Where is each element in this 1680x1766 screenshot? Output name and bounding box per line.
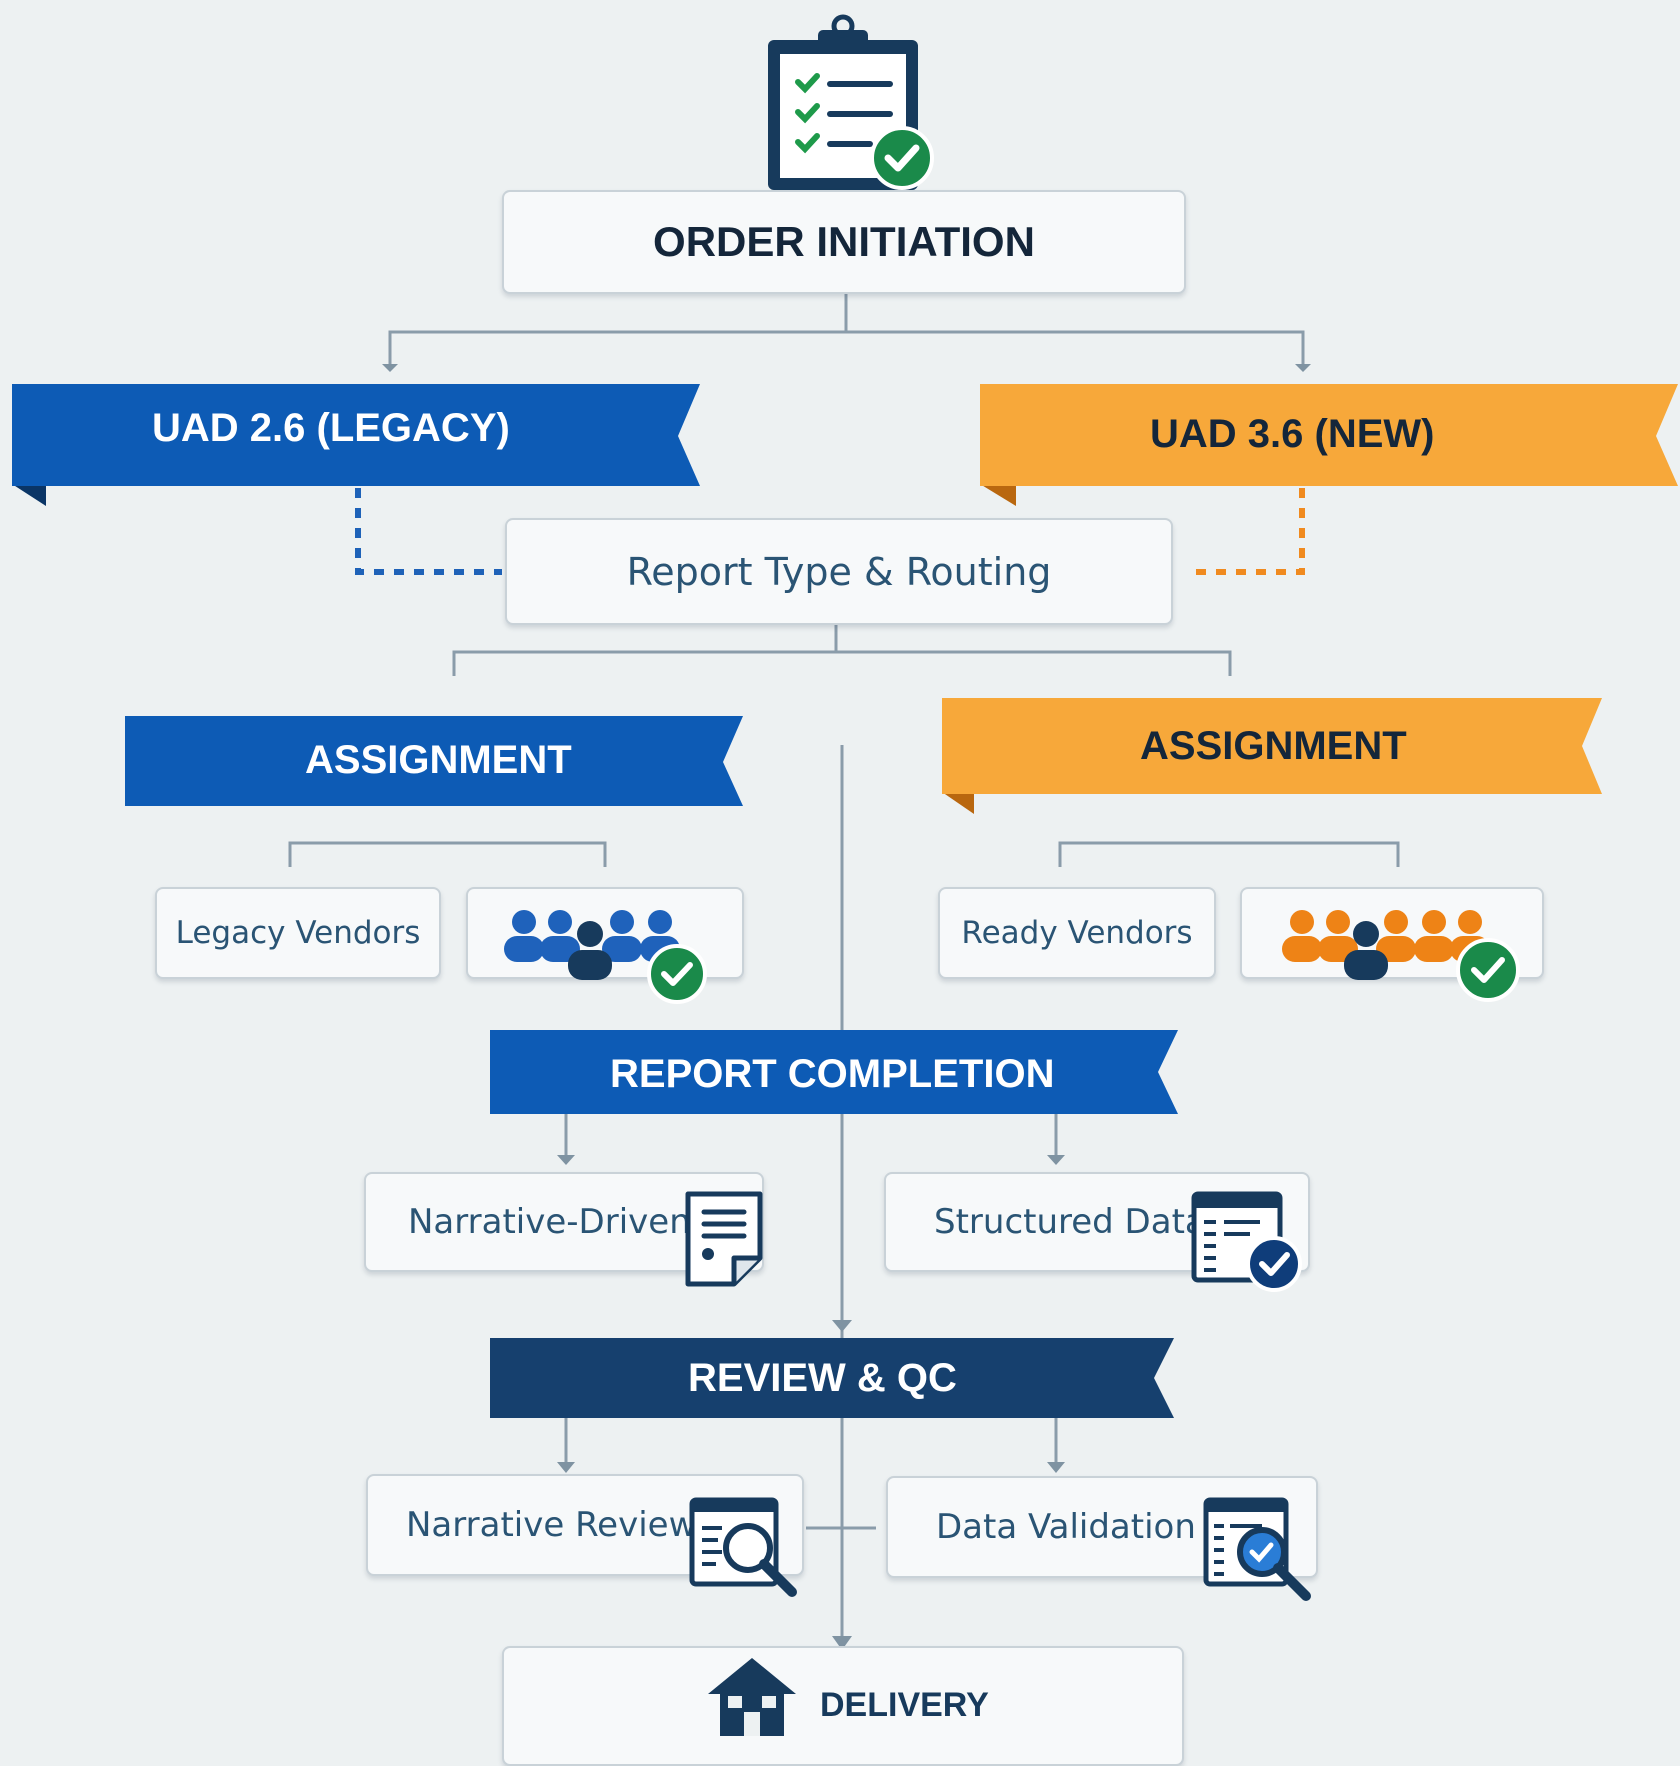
report-routing-box: Report Type & Routing <box>505 518 1173 625</box>
uad-new-ribbon: UAD 3.6 (NEW) <box>980 384 1678 506</box>
delivery-label: DELIVERY <box>820 1686 989 1724</box>
uad-new-label: UAD 3.6 (NEW) <box>1150 412 1435 456</box>
delivery-box <box>502 1646 1184 1766</box>
ready-vendors-label: Ready Vendors <box>961 915 1193 951</box>
data-search-icon <box>1203 1497 1311 1601</box>
document-icon <box>685 1191 763 1287</box>
data-validation-label: Data Validation <box>936 1507 1196 1547</box>
order-initiation-box: ORDER INITIATION <box>502 190 1186 294</box>
assignment-legacy-label: ASSIGNMENT <box>305 738 572 782</box>
assignment-new-ribbon: ASSIGNMENT <box>942 698 1604 814</box>
uad-legacy-label: UAD 2.6 (LEGACY) <box>152 406 510 450</box>
document-search-icon <box>689 1497 797 1597</box>
order-initiation-label: ORDER INITIATION <box>653 218 1035 265</box>
legacy-team-check-icon <box>504 910 707 1004</box>
new-team-check-icon <box>1282 910 1520 1002</box>
report-completion-ribbon: REPORT COMPLETION <box>490 1030 1180 1114</box>
house-icon <box>708 1658 796 1736</box>
uad-legacy-ribbon: UAD 2.6 (LEGACY) <box>12 384 702 506</box>
structured-data-label: Structured Data <box>934 1202 1206 1242</box>
ready-vendors-box: Ready Vendors <box>938 887 1216 979</box>
assignment-legacy-ribbon: ASSIGNMENT <box>125 716 745 808</box>
review-qc-label: REVIEW & QC <box>688 1356 957 1400</box>
clipboard-check-icon <box>768 14 934 190</box>
legacy-vendors-box: Legacy Vendors <box>155 887 441 979</box>
narrative-review-label: Narrative Review <box>406 1505 697 1545</box>
review-qc-ribbon: REVIEW & QC <box>490 1338 1176 1418</box>
legacy-vendors-label: Legacy Vendors <box>175 915 421 951</box>
narrative-driven-label: Narrative-Driven <box>408 1202 691 1242</box>
report-routing-label: Report Type & Routing <box>626 549 1052 594</box>
assignment-new-label: ASSIGNMENT <box>1140 724 1407 768</box>
report-completion-label: REPORT COMPLETION <box>610 1052 1055 1096</box>
data-check-icon <box>1191 1191 1302 1292</box>
